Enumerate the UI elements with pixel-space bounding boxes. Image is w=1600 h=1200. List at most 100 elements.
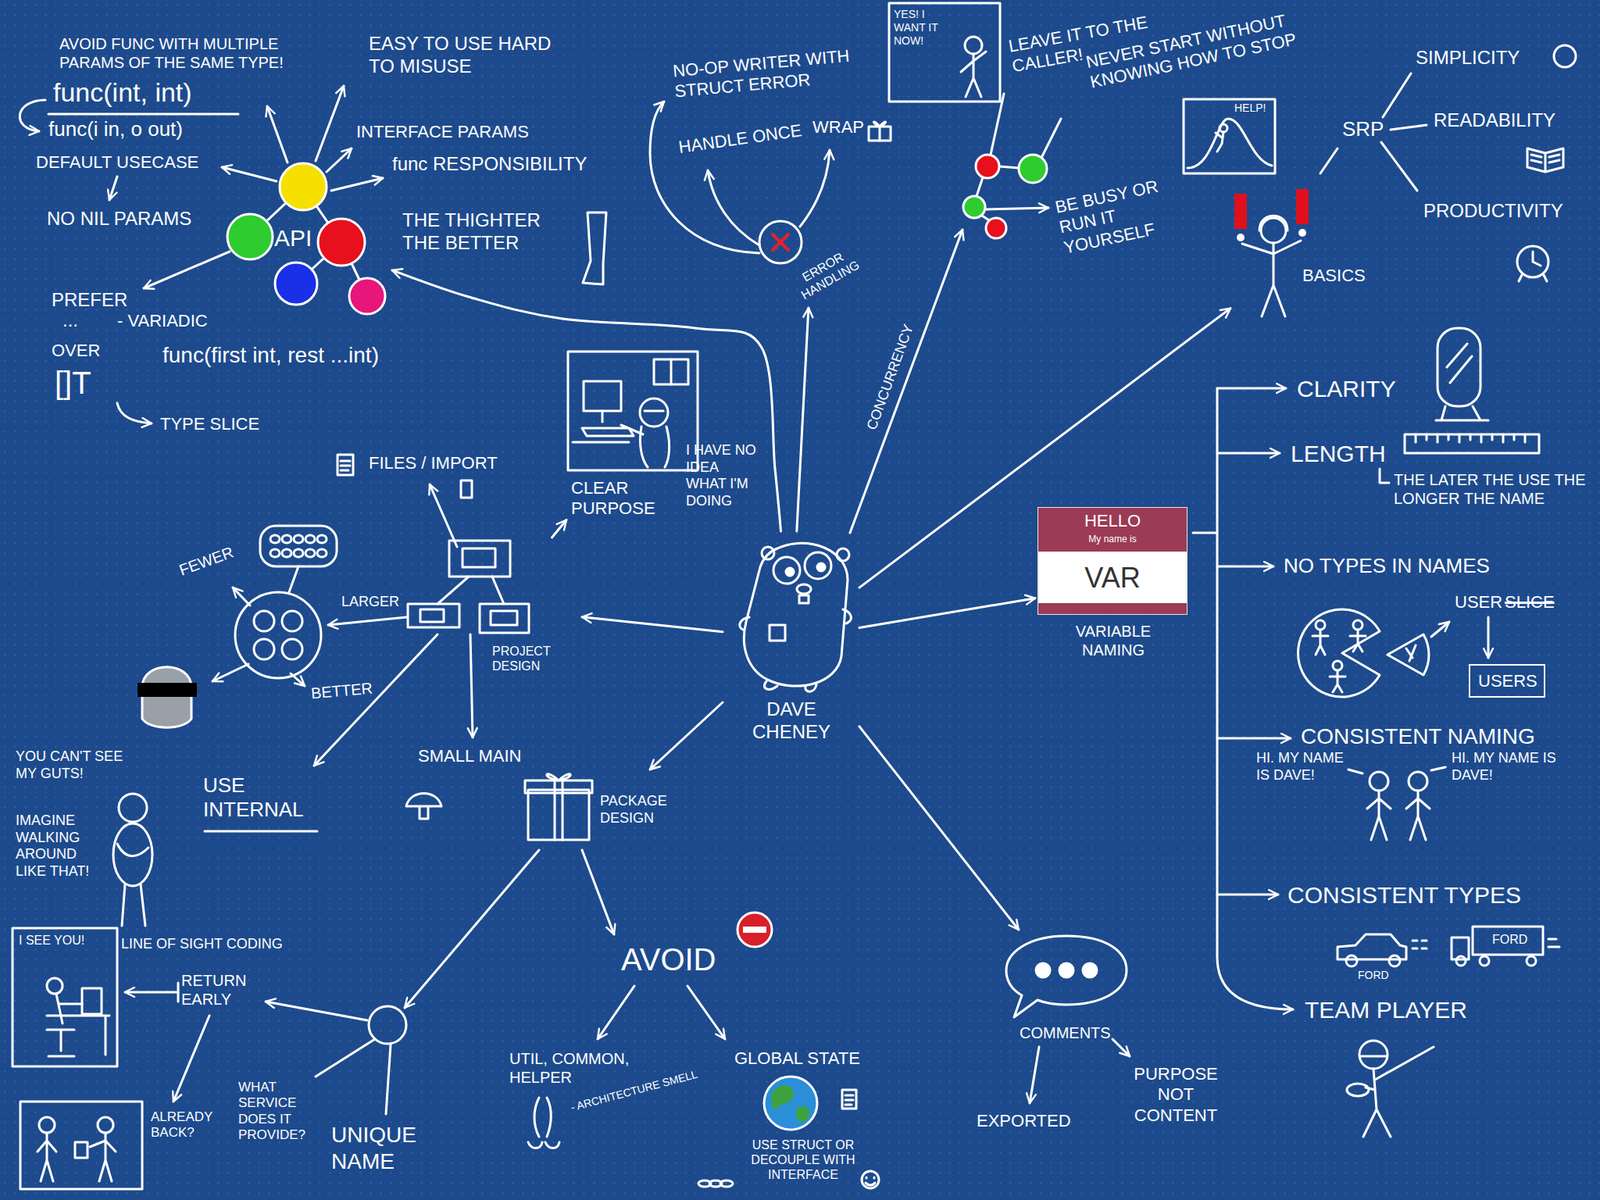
sight-doodles-part bbox=[46, 978, 63, 994]
basics-figure: BASICS bbox=[1230, 187, 1375, 321]
gopher-figure-part-part bbox=[739, 609, 852, 692]
project-doodles-part bbox=[317, 549, 327, 558]
note-label: USER bbox=[1454, 592, 1503, 613]
sight-doodles-part bbox=[46, 1015, 110, 1055]
project-doodles-part bbox=[137, 682, 197, 697]
node-label: DAVE CHENEY bbox=[736, 698, 847, 744]
note-label: LINE OF SIGHT CODING bbox=[121, 935, 283, 954]
folder-tree-part-part bbox=[479, 603, 529, 633]
gift-box-part-part bbox=[525, 780, 593, 793]
node-label: PROJECT DESIGN bbox=[492, 643, 579, 674]
package-doodles-part bbox=[764, 1076, 818, 1130]
package-doodles-part bbox=[737, 912, 772, 947]
note-label: func(first int, rest ...int) bbox=[162, 342, 379, 369]
concurrency-doodles-part bbox=[982, 215, 990, 221]
project-doodles-part bbox=[317, 535, 327, 543]
note-label: READABILITY bbox=[1433, 109, 1556, 133]
naming-doodles-part bbox=[1312, 629, 1329, 655]
package-doodles-part bbox=[845, 1095, 854, 1105]
api-circles-part-part bbox=[317, 218, 365, 266]
picture-frame-part-part bbox=[639, 398, 668, 427]
sight-doodles-part bbox=[204, 830, 318, 833]
concurrency-doodles-part bbox=[985, 217, 1007, 239]
project-doodles-part bbox=[289, 566, 299, 593]
naming-doodles-part bbox=[1456, 956, 1466, 966]
note-label: SMALL MAIN bbox=[417, 746, 522, 767]
concurrency-doodles-part bbox=[850, 229, 963, 533]
note-label: USE STRUCT OR DECOUPLE WITH INTERFACE bbox=[740, 1137, 866, 1183]
package-gift: PACKAGE DESIGN bbox=[521, 769, 694, 848]
concurrency-doodles-part bbox=[964, 36, 983, 54]
note-label: PRODUCTIVITY bbox=[1423, 200, 1564, 223]
note-label: func(i in, o out) bbox=[48, 117, 183, 142]
node-label: BASICS bbox=[1302, 265, 1366, 286]
concurrency-doodles-part bbox=[985, 207, 1049, 210]
package-doodles bbox=[265, 850, 879, 1189]
package-doodles-part bbox=[771, 1085, 794, 1111]
api-doodles-part bbox=[143, 251, 230, 289]
api-circles-part-part bbox=[275, 262, 318, 305]
naming-doodles-part bbox=[1192, 532, 1218, 535]
concurrency-doodles-part bbox=[960, 51, 986, 97]
folder-tree-part-part bbox=[407, 603, 460, 628]
naming-doodles-part bbox=[1435, 343, 1489, 421]
naming-doodles-part bbox=[1408, 771, 1428, 791]
note-label: NO TYPES IN NAMES bbox=[1283, 553, 1490, 579]
flag-figure-part-part bbox=[1242, 215, 1301, 317]
error-circle: ERROR HANDLING bbox=[753, 214, 868, 308]
name-tag: HELLOMy name isVARVARIABLE NAMING bbox=[1035, 506, 1192, 665]
project-doodles-part bbox=[406, 793, 442, 820]
api-circles-part-part bbox=[349, 278, 386, 315]
api-doodles-part bbox=[582, 212, 607, 285]
error-symbol-part bbox=[759, 221, 802, 264]
comments-doodles-part bbox=[1112, 1039, 1130, 1057]
sight-doodles-part bbox=[118, 793, 147, 822]
gift-box-part-part bbox=[546, 774, 571, 840]
naming-doodles-part bbox=[1406, 645, 1416, 661]
note-label: CLARITY bbox=[1296, 375, 1397, 404]
note-label: RETURN EARLY bbox=[181, 971, 256, 1009]
name-tag-shape-part bbox=[1038, 507, 1187, 552]
sight-doodles-part bbox=[37, 1132, 57, 1182]
gopher-figure-part-part bbox=[799, 595, 809, 604]
basics-doodles bbox=[1320, 45, 1576, 282]
note-label: NO NIL PARAMS bbox=[46, 207, 192, 231]
concurrency-doodles-part bbox=[963, 196, 986, 218]
naming-doodles-part bbox=[1526, 956, 1536, 966]
naming-doodles-part bbox=[1412, 940, 1427, 949]
gift-box-part-part bbox=[528, 789, 590, 840]
error-doodles-part bbox=[873, 121, 886, 141]
concurrency-doodles-part bbox=[1183, 99, 1275, 174]
bubble-shape-part-part bbox=[1082, 963, 1097, 978]
project-doodles-part bbox=[340, 460, 350, 471]
note-label: SLICE bbox=[1504, 592, 1555, 613]
concurrency-doodles-part bbox=[889, 3, 1000, 102]
project-doodles-part bbox=[305, 535, 315, 543]
node-label: HELLO bbox=[1038, 510, 1187, 532]
naming-doodles-part bbox=[1431, 621, 1450, 637]
node-text: VAR bbox=[1038, 560, 1187, 595]
project-doodles-part bbox=[282, 535, 292, 543]
folder-tree-part-part bbox=[462, 548, 496, 568]
picture-frame-part-part bbox=[572, 359, 672, 468]
naming-doodles-part bbox=[1389, 955, 1400, 967]
package-doodles-part bbox=[385, 1044, 391, 1115]
sight-doodles-part bbox=[125, 991, 179, 994]
project-doodles-part bbox=[232, 587, 250, 606]
project-doodles-part bbox=[142, 667, 192, 729]
note-label: FILES / IMPORT bbox=[368, 453, 498, 474]
api-doodles-part bbox=[117, 403, 152, 424]
note-label: FORD bbox=[1492, 932, 1528, 947]
speech-bubble: COMMENTS bbox=[1000, 929, 1129, 1047]
folder-tree-part bbox=[407, 540, 529, 633]
package-doodles-part bbox=[528, 1142, 560, 1149]
folder-tree-part-part bbox=[437, 576, 504, 604]
comments-doodles-part bbox=[1029, 1046, 1040, 1104]
note-label: PURPOSE NOT CONTENT bbox=[1125, 1064, 1227, 1126]
note-label: func RESPONSIBILITY bbox=[392, 153, 587, 176]
note-label: HANDLE ONCE bbox=[677, 120, 804, 158]
project-doodles-part bbox=[305, 549, 315, 558]
error-symbol-part-part bbox=[759, 221, 802, 264]
naming-doodles bbox=[1192, 328, 1560, 1137]
note-label: UNIQUE NAME bbox=[331, 1121, 441, 1175]
